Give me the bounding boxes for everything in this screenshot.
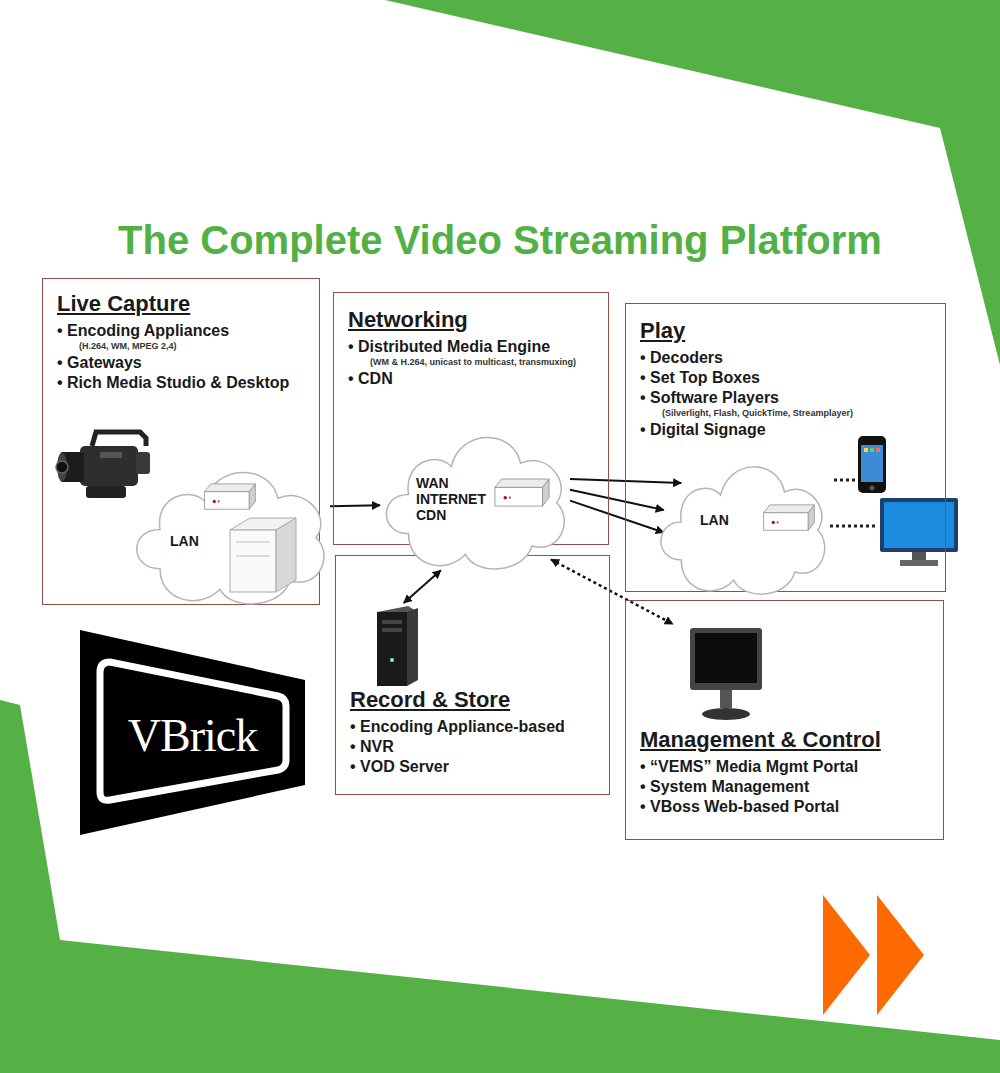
bullet-item: • Gateways: [57, 353, 305, 373]
bullet-item: • Set Top Boxes: [640, 368, 931, 388]
section-heading: Networking: [348, 307, 594, 333]
storage-box: Record & Store • Encoding Appliance-based…: [335, 555, 610, 795]
bullet-item: • Software Players: [640, 388, 931, 408]
capture-box: Live Capture • Encoding Appliances(H.264,…: [42, 278, 320, 605]
cloud-label: LAN: [170, 533, 199, 549]
lan-cloud: LAN: [655, 450, 830, 600]
bullet-item: • Distributed Media Engine: [348, 337, 594, 357]
connector-arrow: [330, 504, 380, 507]
cloud-shape: [661, 467, 825, 594]
vbrick-logo: [80, 630, 305, 835]
bullet-item: • VBoss Web-based Portal: [640, 797, 929, 817]
forward-arrow: [877, 895, 924, 1015]
bullet-item: • Rich Media Studio & Desktop: [57, 373, 305, 393]
display-monitor: [880, 498, 958, 566]
connector-arrow: [570, 501, 664, 533]
bullet-item: • Digital Signage: [640, 420, 931, 440]
cloud-shape: [137, 472, 324, 604]
smartphone: [858, 436, 886, 493]
connector-arrow: [404, 570, 441, 603]
bullet-item: • Decoders: [640, 348, 931, 368]
bullet-item: • VOD Server: [350, 757, 595, 777]
leader-line: [830, 525, 878, 528]
bullet-item: • Encoding Appliance-based: [350, 717, 595, 737]
leader-line: [834, 479, 856, 482]
section-heading: Management & Control: [640, 727, 929, 753]
white-panel: [0, 0, 1000, 1040]
logo-wordmark: VBrick: [100, 710, 285, 762]
bullet-item: • System Management: [640, 777, 929, 797]
bullet-item: • CDN: [348, 369, 594, 389]
connector-arrow: [570, 490, 664, 510]
section-heading: Play: [640, 318, 931, 344]
forward-arrow: [823, 895, 870, 1015]
play-box: Play • Decoders• Set Top Boxes• Software …: [625, 303, 946, 592]
section-heading: Record & Store: [350, 687, 595, 713]
bullet-item: • NVR: [350, 737, 595, 757]
lan-cloud: LAN: [130, 455, 330, 610]
server-tower: [377, 606, 418, 686]
cloud-outline: [130, 455, 330, 610]
cloud-label: LAN: [700, 512, 729, 528]
management-box: Management & Control • “VEMS” Media Mgmt …: [625, 600, 944, 840]
cloud-outline: [655, 450, 830, 600]
diagram-title: The Complete Video Streaming Platform: [0, 216, 1000, 264]
wan-cloud: WAN INTERNET CDN: [380, 420, 570, 575]
bullet-item: • Encoding Appliances: [57, 321, 305, 341]
format-note: (Silverlight, Flash, QuickTime, Streampl…: [640, 408, 931, 419]
networking-box: Networking • Distributed Media Engine(WM …: [333, 292, 609, 545]
cloud-shape: [386, 437, 564, 569]
bullet-item: • “VEMS” Media Mgmt Portal: [640, 757, 929, 777]
cloud-label: WAN INTERNET CDN: [416, 475, 486, 523]
format-note: (H.264, WM, MPEG 2,4): [57, 341, 305, 352]
section-heading: Live Capture: [57, 291, 305, 317]
format-note: (WM & H.264, unicast to multicast, trans…: [348, 357, 594, 368]
video-camera: [56, 432, 150, 498]
desktop-monitor: [690, 628, 762, 720]
